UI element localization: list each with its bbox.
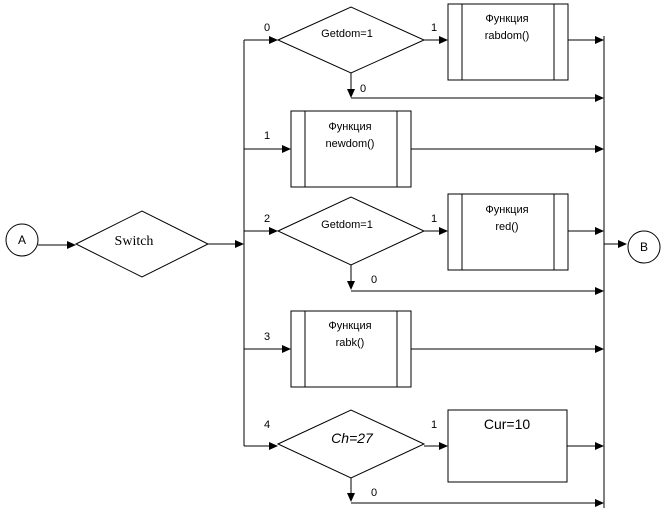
switch-decision: Switch <box>74 210 210 278</box>
condition-label-2: Getdom=1 <box>321 219 373 231</box>
arrowhead <box>595 227 604 235</box>
case-label-4: 4 <box>264 419 270 431</box>
false-label-2: 0 <box>371 274 377 286</box>
process-call-2: red() <box>495 221 518 233</box>
condition-diamond-4 <box>276 409 426 479</box>
arrowhead <box>595 287 604 295</box>
arrowhead <box>595 36 604 44</box>
case-label-0: 0 <box>264 22 270 34</box>
start-connector-label: A <box>18 233 26 247</box>
case-label-1: 1 <box>264 130 270 142</box>
true-label-2: 1 <box>431 213 437 225</box>
arrowhead <box>618 240 627 248</box>
condition-label-4: Ch=27 <box>331 430 374 446</box>
arrowhead <box>67 241 76 249</box>
arrowhead <box>347 281 355 290</box>
process-title-2: Функция <box>485 204 528 216</box>
process-assignment-4: Cur=10 <box>484 416 531 432</box>
process-call-3: rabk() <box>336 337 365 349</box>
arrowhead <box>282 145 291 153</box>
process-call-1: newdom() <box>326 138 375 150</box>
condition-diamond-2 <box>276 196 426 266</box>
arrowhead <box>269 36 278 44</box>
condition-diamond-0 <box>276 6 426 74</box>
start-connector: A <box>5 223 39 257</box>
arrowhead <box>595 145 604 153</box>
false-label-0: 0 <box>360 83 366 95</box>
end-connector-label: B <box>640 240 648 254</box>
branch-3: 3 Функция rabk() <box>244 310 604 388</box>
arrowhead <box>347 493 355 502</box>
branch-2: 2 Getdom=1 1 Функция red() 0 <box>244 193 604 295</box>
process-title-3: Функция <box>328 320 371 332</box>
branch-1: 1 Функция newdom() <box>244 110 604 188</box>
true-label-0: 1 <box>431 22 437 34</box>
switch-label: Switch <box>115 234 154 249</box>
arrowhead <box>595 94 604 102</box>
arrowhead <box>282 345 291 353</box>
process-box-2 <box>447 193 569 271</box>
process-box-0 <box>447 3 569 81</box>
process-title-0: Функция <box>485 13 528 25</box>
case-label-3: 3 <box>264 331 270 343</box>
end-connector: B <box>627 230 661 264</box>
condition-label-0: Getdom=1 <box>321 28 373 40</box>
false-label-4: 0 <box>371 487 377 499</box>
branch-4: 4 Ch=27 1 Cur=10 0 <box>244 409 604 507</box>
arrowhead <box>439 442 448 450</box>
arrowhead <box>347 89 355 98</box>
case-label-2: 2 <box>264 213 270 225</box>
arrowhead <box>269 227 278 235</box>
arrowhead <box>595 442 604 450</box>
arrowhead <box>439 227 448 235</box>
arrowhead <box>269 442 278 450</box>
process-box-3 <box>290 310 412 388</box>
arrowhead <box>595 345 604 353</box>
arrowhead <box>235 240 244 248</box>
arrowhead <box>595 499 604 507</box>
process-call-0: rabdom() <box>485 30 530 42</box>
true-label-4: 1 <box>431 419 437 431</box>
branch-0: 0 Getdom=1 1 Функция rabdom() 0 <box>244 3 604 102</box>
arrowhead <box>439 36 448 44</box>
process-title-1: Функция <box>328 121 371 133</box>
